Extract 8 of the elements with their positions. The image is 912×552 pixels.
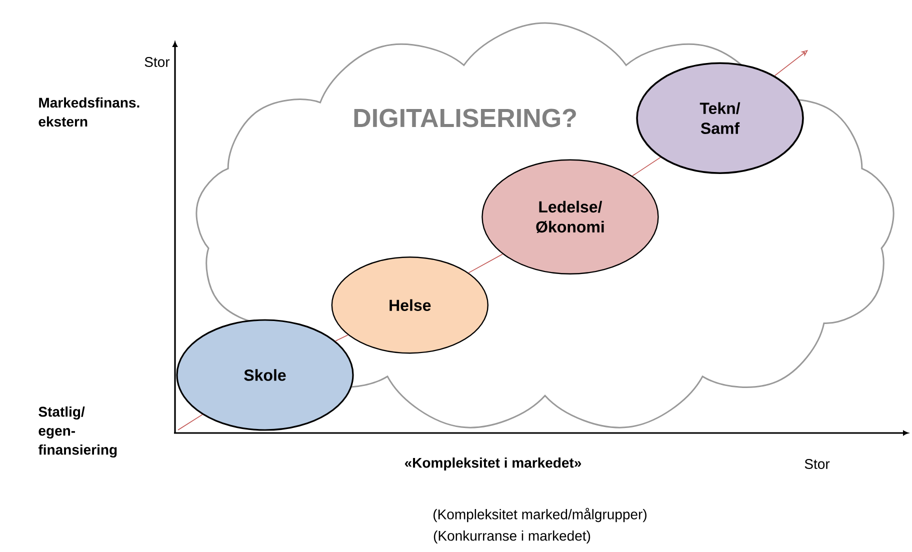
note-text: (Konkurranse i markedet) — [434, 530, 590, 544]
axis-label: Statlig/ egen- finansiering — [38, 406, 117, 458]
axis-title: «Kompleksitet i markedet» — [404, 457, 582, 471]
axis-label: Stor — [144, 57, 170, 67]
arrow-line — [774, 50, 808, 76]
axis-label: Stor — [804, 459, 830, 469]
note-text: (Kompleksitet marked/målgrupper) — [434, 508, 646, 522]
axis-label: Markedsfinans. ekstern — [38, 97, 140, 127]
